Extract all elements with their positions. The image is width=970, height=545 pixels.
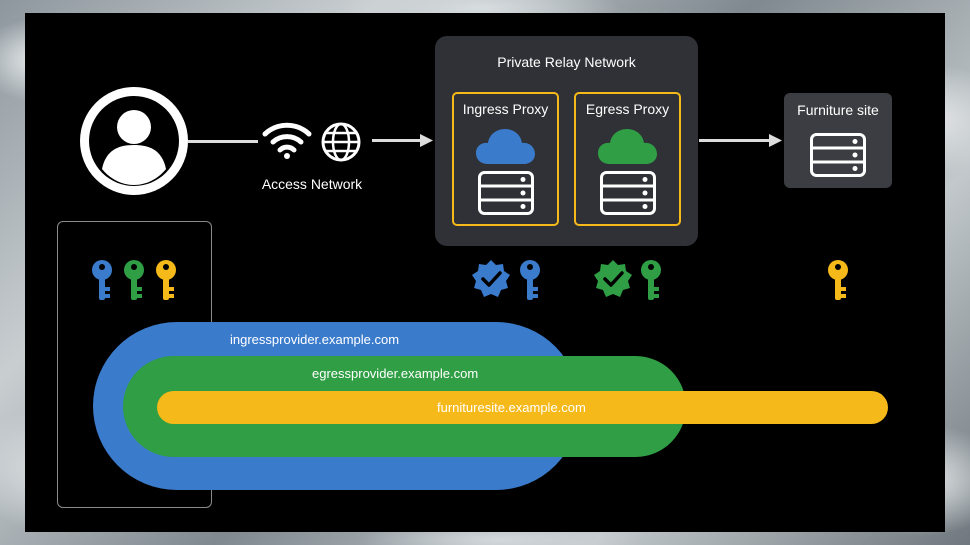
server-icon <box>600 171 656 215</box>
egress-domain-label: egressprovider.example.com <box>312 366 479 381</box>
access-network-label: Access Network <box>261 176 363 192</box>
egress-proxy-label: Egress Proxy <box>585 101 670 117</box>
arrow-right-icon <box>372 134 433 147</box>
server-icon <box>810 133 866 177</box>
server-icon <box>478 171 534 215</box>
user-avatar-icon <box>80 87 188 195</box>
verified-badge-icon <box>472 260 510 297</box>
ingress-proxy-label: Ingress Proxy <box>462 101 549 117</box>
private-relay-title: Private Relay Network <box>497 54 636 70</box>
furniture-site-label: Furniture site <box>797 102 879 118</box>
arrow-right-icon <box>699 134 782 147</box>
key-icon <box>828 260 848 300</box>
key-icon <box>641 260 661 300</box>
cloud-icon <box>476 129 535 164</box>
globe-icon <box>321 122 361 162</box>
key-icon <box>520 260 540 300</box>
cloud-icon <box>598 129 657 164</box>
key-icon <box>124 260 144 300</box>
key-icon <box>156 260 176 300</box>
furniture-domain-label: furnituresite.example.com <box>437 400 586 415</box>
connector-line <box>188 140 258 143</box>
wifi-icon <box>262 122 312 159</box>
verified-badge-icon <box>594 260 632 297</box>
furniture-site-box <box>784 93 892 188</box>
ingress-domain-label: ingressprovider.example.com <box>230 332 400 347</box>
key-icon <box>92 260 112 300</box>
furniture-encryption-layer <box>157 391 888 424</box>
